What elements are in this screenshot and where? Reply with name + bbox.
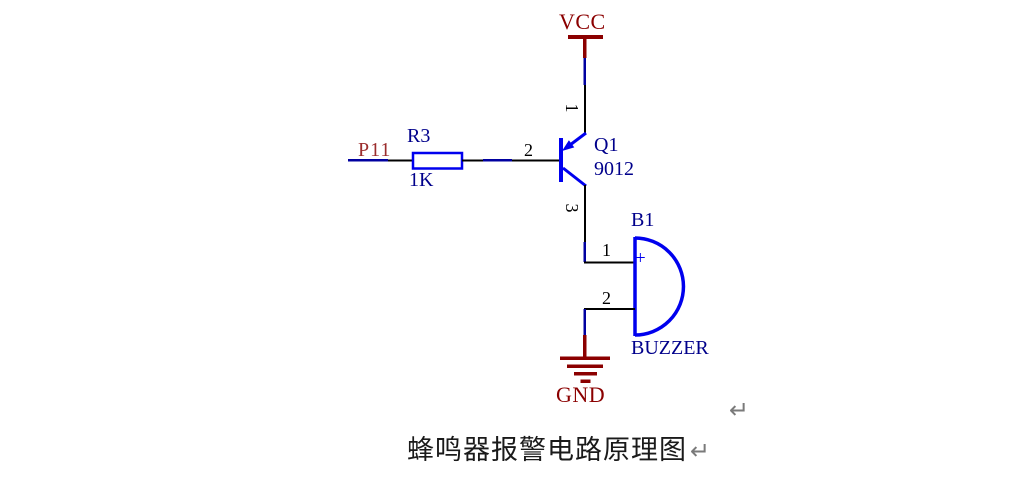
transistor-value: 9012 [594,158,634,180]
caption-return-icon: ↵ [690,437,712,465]
gnd-bar-4 [580,379,591,383]
transistor-designator: Q1 [594,134,619,156]
wire-base-segment [483,159,512,162]
buzzer-plus-sign: + [635,248,646,269]
buzzer-pin1-lead [584,261,635,264]
resistor-designator: R3 [407,125,431,147]
buzzer-arc [634,236,686,337]
paragraph-return-icon: ↵ [729,396,750,424]
wire-vcc-segment [583,58,586,85]
transistor-pin-2: 2 [524,140,533,160]
emitter-pin-lead [584,85,586,133]
collector-pin-lead [584,185,586,242]
buzzer-value: BUZZER [631,337,709,359]
caption-line: 蜂鸣器报警电路原理图↵ [407,437,711,464]
wire-gnd-segment [583,309,586,335]
wire-p11-segment [348,159,388,162]
vcc-power-bar [568,35,603,39]
gnd-bar-1 [560,356,610,360]
wire-collector-segment [583,242,586,262]
buzzer-designator: B1 [631,209,655,231]
buzzer-pin-2: 2 [602,288,611,308]
transistor-emitter-arrow [562,140,575,151]
vcc-label: VCC [559,9,606,34]
gnd-bar-2 [567,364,603,368]
buzzer-pin-1: 1 [602,240,611,260]
resistor-value: 1K [409,169,434,191]
resistor-left-pin-lead [388,159,413,162]
net-label-p11: P11 [358,139,392,161]
transistor-base-bar [559,138,563,182]
gnd-power-stub [583,335,587,357]
resistor-body [411,151,464,170]
vcc-power-stub [583,38,587,58]
gnd-label: GND [556,382,606,407]
transistor-emitter-lead [569,131,587,147]
resistor-right-pin-lead [462,159,483,162]
caption-text: 蜂鸣器报警电路原理图 [407,435,687,465]
transistor-pin-1: 1 [562,103,582,113]
transistor-pin-3: 3 [562,203,582,213]
gnd-bar-3 [574,372,597,376]
base-pin-lead [512,159,559,162]
transistor-collector-lead [562,166,587,188]
buzzer-pin2-lead [584,308,635,310]
